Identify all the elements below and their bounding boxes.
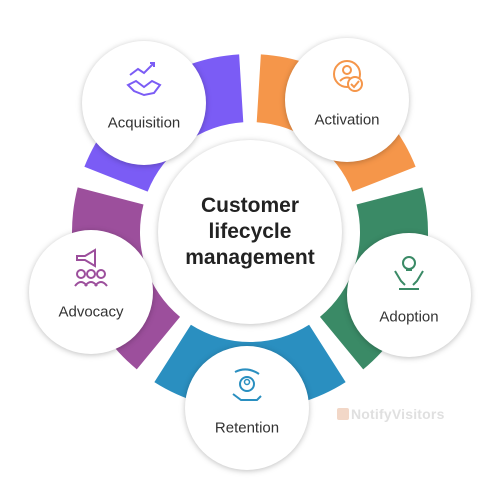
megaphone-people-icon (74, 248, 108, 287)
brand-watermark: NotifyVisitors (337, 406, 445, 422)
center-title-line-1: Customer (200, 194, 300, 217)
stage-circle-acquisition (82, 41, 206, 165)
stage-label-acquisition: Acquisition (107, 114, 181, 132)
center-title-line-3: management (185, 246, 315, 269)
stage-circle-activation (285, 38, 409, 162)
stage-node-retention (185, 346, 309, 470)
stage-label-adoption: Adoption (379, 308, 439, 326)
stage-circle-retention (185, 346, 309, 470)
center-circle (158, 140, 342, 324)
brand-logo-icon (337, 408, 349, 420)
stage-node-adoption (347, 233, 471, 357)
stage-circle-adoption (347, 233, 471, 357)
lightbulb-hands-icon (394, 256, 424, 290)
stage-label-activation: Activation (314, 111, 380, 129)
brand-name: NotifyVisitors (351, 406, 445, 422)
stage-node-activation (285, 38, 409, 162)
stage-circle-advocacy (29, 230, 153, 354)
user-check-icon (333, 60, 363, 92)
hand-user-care-icon (232, 368, 262, 401)
stage-node-acquisition (82, 41, 206, 165)
stage-label-advocacy: Advocacy (58, 303, 124, 321)
stage-label-retention: Retention (214, 419, 280, 437)
handshake-growth-icon (126, 62, 162, 97)
center-title-line-2: lifecycle (208, 220, 292, 243)
center-title: Customer lifecycle management (165, 193, 335, 271)
stage-node-advocacy (29, 230, 153, 354)
